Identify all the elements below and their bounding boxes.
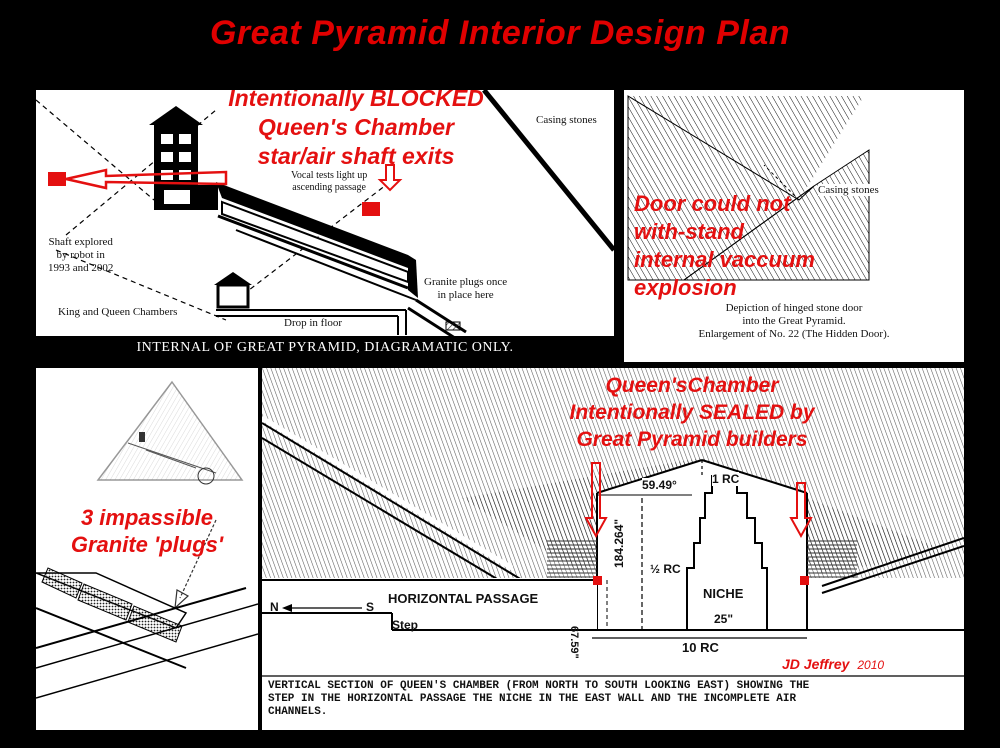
- casing-stones-label: Casing stones: [536, 114, 597, 126]
- horizontal-passage-label: HORIZONTAL PASSAGE: [388, 591, 539, 606]
- granite-plugs-label: Granite plugs once in place here: [424, 276, 507, 302]
- label-line: 1993 and 2002: [48, 262, 114, 274]
- page-title: Great Pyramid Interior Design Plan: [209, 14, 791, 52]
- king-queen-label: King and Queen Chambers: [58, 306, 178, 318]
- rc-top-label: 1 RC: [712, 472, 740, 486]
- plugs-diagram-panel: 3 impassible Granite 'plugs': [36, 368, 258, 730]
- north-label: N: [270, 600, 279, 614]
- door-diagram-panel: Casing stones Door could not with-stand …: [624, 90, 964, 362]
- label-line: Granite plugs once: [424, 276, 508, 288]
- label-line: ascending passage: [292, 182, 366, 193]
- door-drawing: [627, 95, 870, 281]
- annotation-line: with-stand: [634, 219, 744, 244]
- niche-depth-label: 25": [714, 612, 734, 626]
- annotation-line: internal vaccuum: [634, 247, 815, 272]
- angle-label: 59.49°: [642, 478, 677, 492]
- caption-line: VERTICAL SECTION OF QUEEN'S CHAMBER (FRO…: [268, 680, 810, 692]
- caption-line: Depiction of hinged stone door: [725, 302, 863, 314]
- annotation-line: 3 impassible: [80, 505, 214, 530]
- section-caption: VERTICAL SECTION OF QUEEN'S CHAMBER (FRO…: [268, 680, 958, 719]
- plugs-annotation: 3 impassible Granite 'plugs': [40, 504, 254, 558]
- internal-diagram-panel: Intentionally BLOCKED Queen's Chamber st…: [36, 90, 614, 362]
- annotation-line: star/air shaft exits: [257, 143, 455, 169]
- vocal-tests-label: Vocal tests light up ascending passage: [291, 170, 367, 194]
- annotation-line: Great Pyramid builders: [576, 428, 808, 451]
- south-label: S: [366, 600, 375, 614]
- height-label: 184.264": [612, 518, 626, 568]
- width-rc-label: 10 RC: [682, 640, 719, 655]
- door-annotation: Door could not with-stand internal vaccu…: [634, 190, 894, 302]
- door-casing-stones-label: Casing stones: [818, 184, 879, 196]
- annotation-line: Granite 'plugs': [70, 532, 224, 557]
- signature: JD Jeffrey 2010: [782, 656, 884, 672]
- blocked-shaft-annotation: Intentionally BLOCKED Queen's Chamber st…: [206, 90, 506, 171]
- drop-in-floor-label: Drop in floor: [284, 317, 343, 329]
- internal-caption: INTERNAL OF GREAT PYRAMID, DIAGRAMATIC O…: [136, 340, 514, 355]
- annotation-line: Intentionally BLOCKED: [228, 90, 484, 111]
- caption-line: into the Great Pyramid.: [742, 315, 846, 327]
- door-caption: Depiction of hinged stone door into the …: [634, 302, 954, 341]
- annotation-line: Queen's Chamber: [258, 114, 454, 140]
- signature-name: JD Jeffrey: [782, 656, 850, 672]
- internal-diagram-drawing: [36, 90, 614, 362]
- signature-year: 2010: [857, 658, 885, 672]
- annotation-line: Intentionally SEALED by: [569, 401, 815, 424]
- label-line: Vocal tests light up: [291, 170, 368, 181]
- half-rc-label: ½ RC: [650, 562, 681, 576]
- label-line: in place here: [437, 289, 494, 301]
- annotation-line: Queen'sChamber: [605, 374, 779, 397]
- annotation-line: explosion: [634, 275, 737, 300]
- caption-line: Enlargement of No. 22 (The Hidden Door).: [698, 328, 890, 340]
- caption-line: STEP IN THE HORIZONTAL PASSAGE THE NICHE…: [268, 693, 797, 705]
- label-line: Shaft explored: [48, 236, 113, 248]
- annotation-line: Door could not: [634, 191, 791, 216]
- section-diagram-panel: Queen'sChamber Intentionally SEALED by G…: [262, 368, 964, 730]
- label-line: by robot in: [56, 249, 105, 261]
- step-height-label: 67.59": [568, 626, 580, 659]
- niche-label: NICHE: [703, 586, 744, 601]
- shaft-explored-label: Shaft explored by robot in 1993 and 2002: [48, 236, 113, 275]
- sealed-annotation: Queen'sChamber Intentionally SEALED by G…: [532, 372, 852, 453]
- caption-line: CHANNELS.: [268, 706, 328, 718]
- plugs-drawing: [36, 380, 258, 699]
- step-label: Step: [392, 618, 419, 632]
